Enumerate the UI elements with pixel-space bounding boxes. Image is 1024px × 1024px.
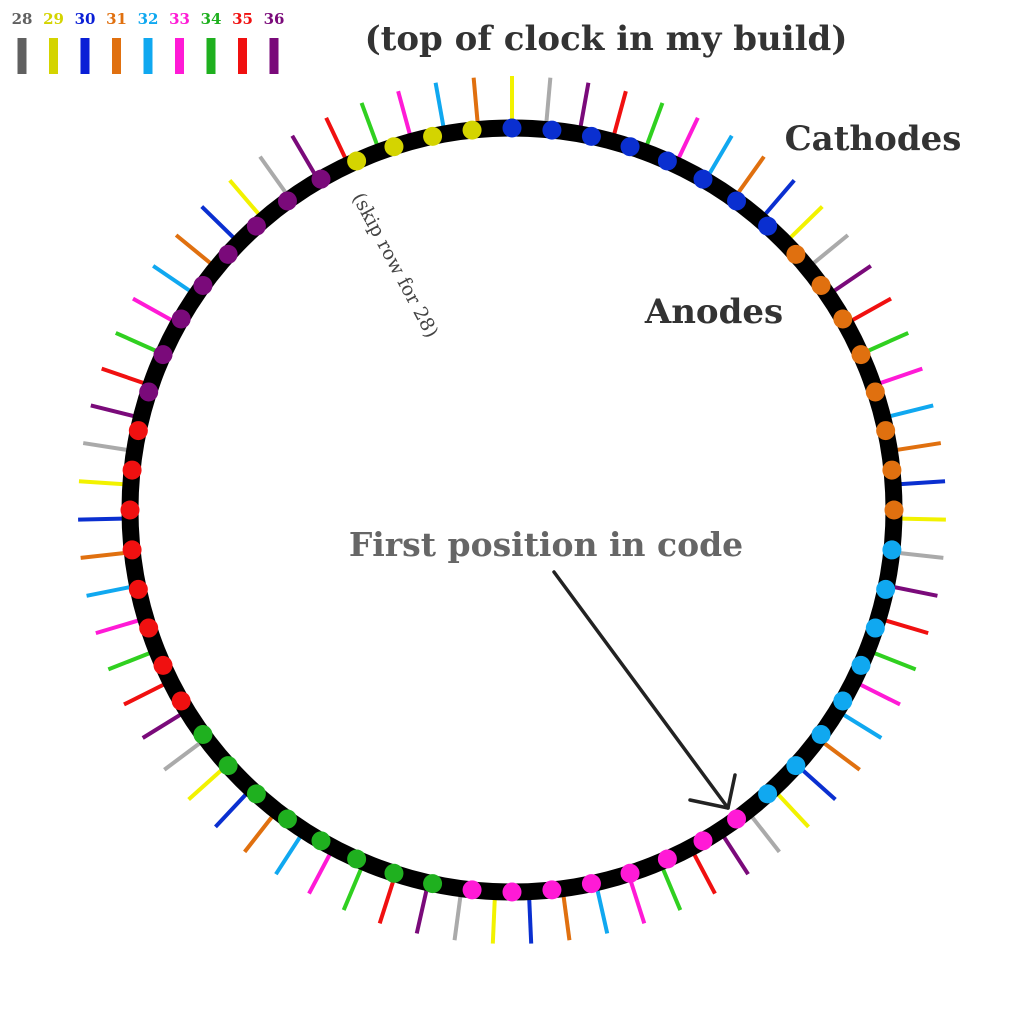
anode-dot: [128, 421, 148, 441]
anode-dot: [139, 618, 159, 638]
legend-swatch: [112, 38, 121, 74]
anode-dot: [139, 382, 159, 402]
anode-dot: [833, 309, 853, 329]
anode-dot: [128, 579, 148, 599]
anode-dot: [502, 882, 522, 902]
cathode-spokes: [78, 76, 946, 944]
anode-dot: [122, 460, 142, 480]
legend-number: 34: [201, 10, 222, 28]
first-position-label: First position in code: [349, 525, 743, 564]
legend-swatch: [17, 38, 27, 74]
anode-dot: [246, 216, 266, 236]
skip-row-note: (skip row for 28): [348, 189, 443, 341]
first-position-arrow: [552, 570, 737, 810]
anode-dot: [758, 784, 778, 804]
anode-dot: [218, 244, 238, 264]
legend-swatch: [49, 38, 58, 74]
anode-dot: [423, 874, 443, 894]
anode-dot: [876, 421, 896, 441]
anode-dot: [462, 880, 482, 900]
legend-swatch: [80, 38, 90, 74]
anode-dot: [657, 151, 677, 171]
anode-dot: [462, 120, 482, 140]
legend-swatch: [175, 38, 184, 74]
legend: 28 29 30 31 32 33 34 35 36: [12, 10, 285, 74]
anode-dot: [833, 691, 853, 711]
anode-dot: [884, 500, 904, 520]
anode-dot: [811, 275, 831, 295]
anode-dot: [347, 151, 367, 171]
anode-dot: [153, 345, 173, 365]
cathodes-label: Cathodes: [785, 119, 962, 159]
anode-dot: [851, 655, 871, 675]
arrow-head: [688, 773, 737, 810]
anode-dot: [384, 863, 404, 883]
anode-dot: [786, 244, 806, 264]
anode-dot: [171, 309, 191, 329]
anode-dot: [758, 216, 778, 236]
legend-swatch: [269, 38, 279, 74]
anode-dot: [851, 345, 871, 365]
anode-dot: [657, 849, 677, 869]
anode-dot: [502, 118, 522, 138]
anode-dot: [693, 831, 713, 851]
legend-number: 33: [169, 10, 190, 28]
anode-dot: [786, 756, 806, 776]
legend-number: 32: [138, 10, 159, 28]
anode-dot: [693, 169, 713, 189]
anode-dot: [246, 784, 266, 804]
anode-dot: [865, 618, 885, 638]
anode-dot: [122, 540, 142, 560]
legend-number: 28: [12, 10, 33, 28]
legend-number: 29: [43, 10, 64, 28]
anode-dot: [193, 275, 213, 295]
anode-dot: [311, 831, 331, 851]
anode-dot: [542, 880, 562, 900]
anode-dot: [727, 809, 747, 829]
clock-ring: [121, 119, 903, 901]
anode-dot: [620, 137, 640, 157]
anode-dot: [347, 849, 367, 869]
legend-number: 30: [75, 10, 96, 28]
arrow-shaft: [552, 570, 730, 810]
anode-dot: [882, 540, 902, 560]
anode-dot: [120, 500, 140, 520]
anode-dot: [727, 191, 747, 211]
anodes-label: Anodes: [644, 292, 783, 332]
anode-dot: [581, 874, 601, 894]
anode-dot: [882, 460, 902, 480]
legend-number: 31: [106, 10, 127, 28]
anode-dot: [876, 579, 896, 599]
anode-dot: [423, 126, 443, 146]
diagram-title: (top of clock in my build): [365, 19, 848, 59]
anode-dot: [277, 809, 297, 829]
legend-swatch: [238, 38, 247, 74]
anode-dots: [120, 118, 904, 902]
anode-dot: [811, 725, 831, 745]
legend-number: 35: [232, 10, 253, 28]
anode-dot: [311, 169, 331, 189]
anode-dot: [620, 863, 640, 883]
anode-dot: [193, 725, 213, 745]
anode-dot: [581, 126, 601, 146]
anode-dot: [218, 756, 238, 776]
anode-dot: [865, 382, 885, 402]
anode-dot: [384, 137, 404, 157]
legend-swatch: [206, 38, 216, 74]
anode-dot: [542, 120, 562, 140]
anode-dot: [153, 655, 173, 675]
legend-swatch: [143, 38, 153, 74]
anode-dot: [277, 191, 297, 211]
legend-number: 36: [264, 10, 285, 28]
anode-dot: [171, 691, 191, 711]
